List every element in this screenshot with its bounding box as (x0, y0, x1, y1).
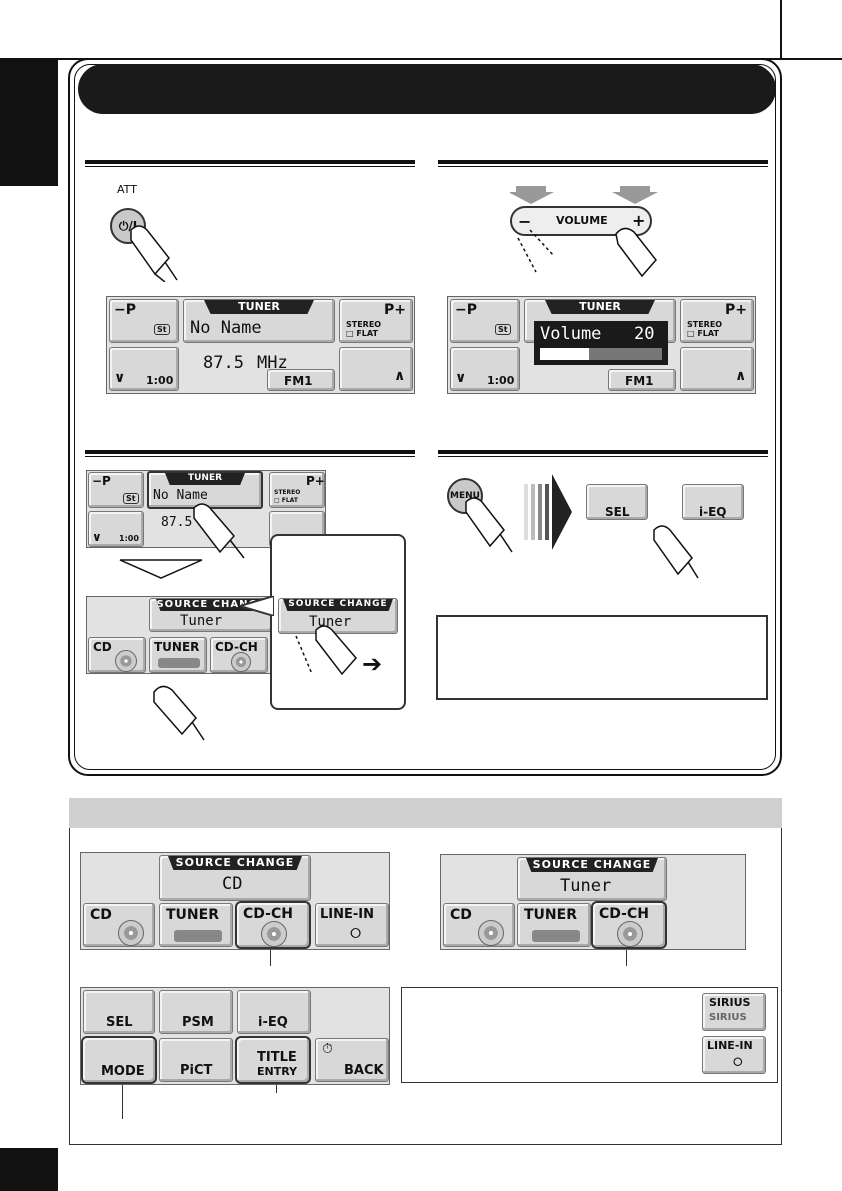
language-side-tab (0, 58, 58, 186)
radio-icon (158, 658, 200, 668)
leader-line (626, 950, 627, 966)
station-name-tap-target[interactable]: TUNER No Name (147, 471, 263, 509)
finger-tap-icon (193, 503, 245, 559)
top-vertical-rule (780, 0, 782, 60)
att-label: ATT (117, 183, 137, 196)
menu-display: SEL PSM i-EQ MODE PiCT TITLE ENTRY ⏱ BAC… (80, 987, 390, 1085)
timer-icon: ⏱ (322, 1041, 333, 1057)
volume-display: −P St TUNER P+ STEREO □ FLAT ∨ 1:00 FM1 … (447, 296, 756, 394)
plug-icon: ⭘ (350, 926, 362, 942)
swipe-finger-icon (295, 625, 357, 676)
tuner-source-button[interactable]: TUNER (149, 637, 207, 673)
volume-plus-icon: + (632, 211, 646, 230)
tuner-source-button[interactable]: TUNER (159, 903, 233, 947)
sel-button[interactable]: SEL (586, 484, 648, 520)
finger-icon (130, 225, 178, 282)
volume-level-fill (540, 348, 589, 360)
current-source: Tuner (180, 613, 223, 629)
cdch-source-button[interactable]: CD-CH (591, 901, 667, 949)
chevron-down-icon: ∨ (114, 370, 126, 386)
current-source: CD (222, 874, 243, 894)
disc-icon (118, 920, 144, 946)
title-entry-menu-button[interactable]: TITLE ENTRY (235, 1036, 311, 1084)
tuner-header: TUNER (204, 300, 314, 314)
linein-source-button[interactable]: LINE-IN ⭘ (315, 903, 389, 947)
cd-source-button[interactable]: CD (88, 637, 146, 673)
menu-button[interactable]: MENU (447, 478, 483, 514)
down-arrow-icon (119, 559, 203, 579)
ieq-menu-button[interactable]: i-EQ (237, 990, 311, 1034)
band-button[interactable]: FM1 (267, 369, 335, 391)
volume-label: VOLUME (556, 214, 608, 227)
radio-icon (174, 930, 222, 942)
leader-line (122, 1085, 123, 1119)
leader-line (270, 950, 271, 966)
back-menu-button[interactable]: ⏱ BACK (315, 1038, 389, 1082)
callout-box: SOURCE CHANGE Tuner ➔ (270, 534, 406, 710)
section-rule-source (85, 450, 415, 457)
transition-arrow-icon (524, 474, 572, 550)
disc-icon (478, 920, 504, 946)
finger-icon (153, 685, 205, 741)
linein-key: LINE-IN ⭘ (702, 1036, 766, 1074)
page-number-tab (0, 1148, 58, 1191)
preset-up-button[interactable]: P+ STEREO □ FLAT (339, 299, 413, 343)
source-change-tuner-display: SOURCE CHANGE Tuner CD TUNER CD-CH (440, 854, 746, 950)
sirius-key: SIRIUS SIRIUS (702, 993, 766, 1031)
lower-info-header-bar (69, 798, 782, 828)
arrow-right-icon: ➔ (362, 650, 383, 678)
volume-text: Volume (540, 324, 602, 344)
callout-pointer (240, 596, 274, 616)
chevron-up-icon: ∧ (394, 368, 406, 384)
disc-icon (231, 652, 251, 672)
cdch-source-button[interactable]: CD-CH (210, 637, 268, 673)
tuner-source-button[interactable]: TUNER (517, 903, 591, 947)
cd-source-button[interactable]: CD (83, 903, 155, 947)
seek-down-button[interactable]: ∨ 1:00 (109, 347, 179, 391)
lower-info-box (69, 798, 782, 1145)
note-box (436, 615, 768, 700)
disc-icon (617, 921, 643, 947)
finger-icon (465, 497, 513, 553)
press-arrows-icon (510, 186, 658, 204)
source-change-cd-display: SOURCE CHANGE CD CD TUNER CD-CH LINE-IN … (80, 852, 390, 950)
plug-icon: ⭘ (733, 1055, 743, 1069)
sel-menu-button[interactable]: SEL (83, 990, 155, 1034)
leader-line (276, 1085, 277, 1093)
mode-menu-button[interactable]: MODE (81, 1036, 157, 1084)
clock: 1:00 (146, 374, 174, 387)
preset-down-button[interactable]: −P St (109, 299, 179, 343)
section-rule-power (85, 160, 415, 167)
station-name-panel[interactable]: TUNER No Name (183, 299, 335, 343)
title-banner (78, 64, 776, 114)
volume-value: 20 (634, 324, 655, 344)
pict-menu-button[interactable]: PiCT (159, 1038, 233, 1082)
section-rule-menu (438, 450, 768, 457)
frequency-unit: MHz (257, 353, 288, 373)
cd-source-button[interactable]: CD (443, 903, 515, 947)
seek-up-button[interactable]: ∧ (339, 347, 413, 391)
section-rule-volume (438, 160, 768, 167)
main-panel-frame (68, 58, 782, 776)
stereo-indicator: St (154, 324, 170, 335)
source-change-tap-target[interactable]: SOURCE CHANGE Tuner (278, 598, 398, 634)
psm-menu-button[interactable]: PSM (159, 990, 233, 1034)
source-info-box: SIRIUS SIRIUS LINE-IN ⭘ (401, 987, 778, 1083)
two-fingers-icon (517, 227, 657, 278)
disc-icon (115, 650, 137, 672)
tuner-display: −P St TUNER No Name P+ STEREO □ FLAT ∨ 1… (106, 296, 415, 394)
radio-icon (532, 930, 580, 942)
frequency: 87.5 (203, 353, 244, 373)
current-source: Tuner (560, 876, 612, 896)
ieq-button[interactable]: i-EQ (682, 484, 744, 520)
finger-icon (653, 525, 699, 579)
disc-icon (261, 921, 287, 947)
volume-minus-icon: − (518, 212, 532, 231)
station-name: No Name (190, 318, 262, 338)
volume-level-bar (540, 348, 662, 360)
volume-overlay: Volume 20 (534, 321, 668, 365)
cdch-source-button[interactable]: CD-CH (235, 901, 311, 949)
